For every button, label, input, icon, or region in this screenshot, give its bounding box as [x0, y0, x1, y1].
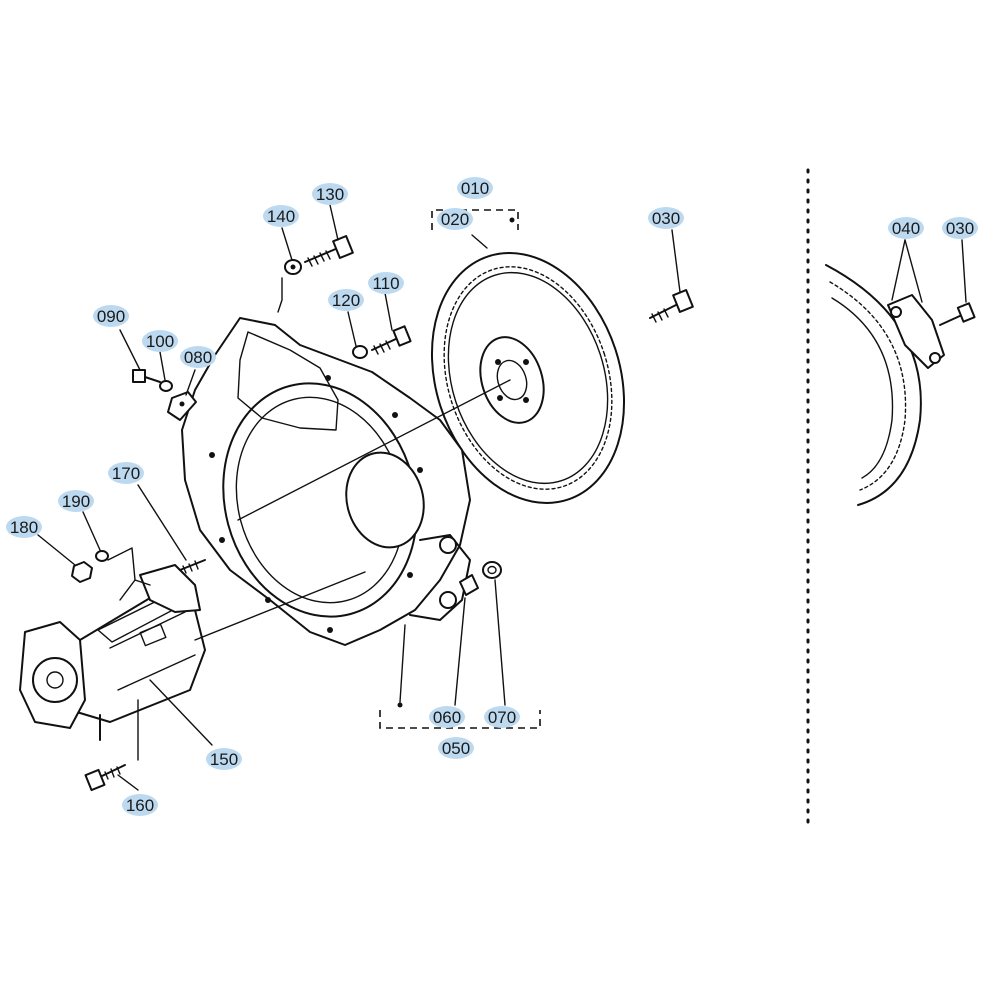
callout-100[interactable]: 100	[142, 330, 178, 352]
flywheel[interactable]	[401, 228, 655, 528]
callout-010-text: 010	[461, 179, 489, 198]
callout-030-text: 030	[652, 209, 680, 228]
callout-020[interactable]: 020	[437, 208, 473, 230]
washer-190[interactable]	[95, 550, 109, 562]
leader-lines	[37, 204, 681, 791]
bolt-090[interactable]	[132, 369, 161, 383]
callout-190-text: 190	[62, 492, 90, 511]
starter-axis-line	[194, 571, 366, 641]
callout-050-text: 050	[442, 739, 470, 758]
callout-110[interactable]: 110	[368, 272, 404, 294]
callout-170[interactable]: 170	[108, 462, 144, 484]
callout-070-text: 070	[488, 708, 516, 727]
callout-010[interactable]: 010	[457, 177, 493, 199]
callout-060[interactable]: 060	[429, 706, 465, 728]
bracket-050	[379, 710, 541, 729]
callout-150[interactable]: 150	[206, 748, 242, 770]
callout-070[interactable]: 070	[484, 706, 520, 728]
callout-020-text: 020	[441, 210, 469, 229]
callout-040[interactable]: 040	[888, 217, 924, 239]
bracket-080[interactable]	[167, 391, 197, 421]
bolt-030[interactable]	[649, 289, 694, 323]
starter-motor[interactable]	[19, 564, 206, 741]
callout-190[interactable]: 190	[58, 490, 94, 512]
callout-090-text: 090	[97, 307, 125, 326]
bolt-130[interactable]	[304, 235, 354, 267]
bolt-160[interactable]	[84, 764, 126, 792]
callout-100-text: 100	[146, 332, 174, 351]
bushing-070[interactable]	[482, 561, 502, 579]
callout-060-text: 060	[433, 708, 461, 727]
callout-150-text: 150	[210, 750, 238, 769]
detail-bolt-030[interactable]	[939, 302, 976, 326]
washer-100[interactable]	[159, 380, 173, 392]
pin-060[interactable]	[459, 574, 479, 596]
bolt-110[interactable]	[371, 325, 412, 355]
callout-140[interactable]: 140	[263, 205, 299, 227]
callout-180-text: 180	[10, 518, 38, 537]
callout-140-text: 140	[267, 207, 295, 226]
callout-130[interactable]: 130	[312, 183, 348, 205]
callout-120-text: 120	[332, 291, 360, 310]
callout-030-detail-text: 030	[946, 219, 974, 238]
callout-120[interactable]: 120	[328, 289, 364, 311]
callout-040-text: 040	[892, 219, 920, 238]
callout-030[interactable]: 030	[648, 207, 684, 229]
detail-ring-gear[interactable]	[825, 264, 922, 506]
stud-170[interactable]	[179, 559, 206, 574]
callout-090[interactable]: 090	[93, 305, 129, 327]
callout-050[interactable]: 050	[438, 737, 474, 759]
flywheel-housing[interactable]	[181, 317, 471, 646]
callout-130-text: 130	[316, 185, 344, 204]
callout-080-text: 080	[184, 348, 212, 367]
callout-160[interactable]: 160	[122, 794, 158, 816]
bracket-010	[431, 209, 519, 230]
detail-leader-lines	[891, 239, 967, 303]
detail-plate-040[interactable]	[887, 294, 945, 369]
callout-180[interactable]: 180	[6, 516, 42, 538]
callout-160-text: 160	[126, 796, 154, 815]
callout-110-text: 110	[372, 274, 399, 293]
washer-120[interactable]	[352, 345, 368, 359]
callout-030-detail[interactable]: 030	[942, 217, 978, 239]
washer-140[interactable]	[284, 259, 302, 275]
callout-080[interactable]: 080	[180, 346, 216, 368]
callout-170-text: 170	[112, 464, 140, 483]
nut-180[interactable]	[71, 561, 93, 583]
flywheel-axis-line	[237, 379, 511, 521]
